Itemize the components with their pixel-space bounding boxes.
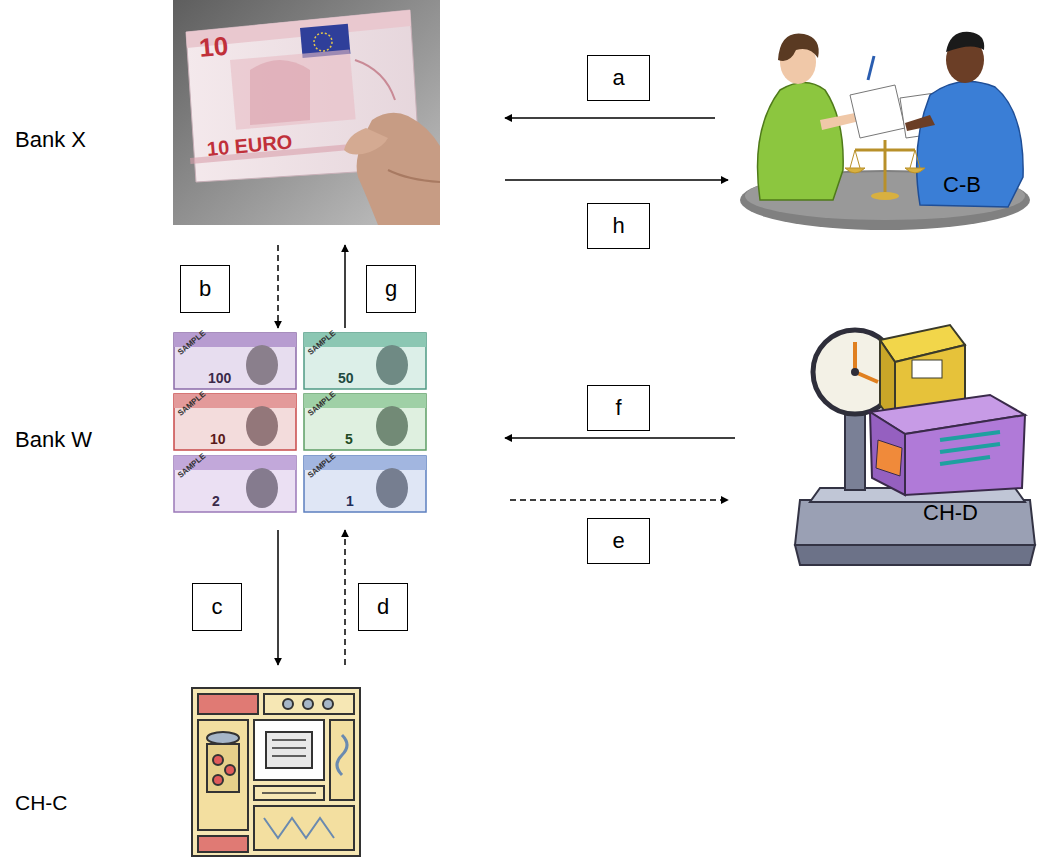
edge-letter-box: c bbox=[192, 583, 242, 631]
solid-arrow bbox=[344, 245, 346, 328]
solid-arrow bbox=[505, 117, 715, 119]
note-value: 100 bbox=[208, 370, 231, 386]
dashed-arrow bbox=[277, 245, 279, 328]
solid-arrow bbox=[505, 437, 735, 439]
shop-clipart: CH-C bbox=[190, 685, 362, 857]
solid-arrow bbox=[277, 530, 279, 665]
edge-letter-box: d bbox=[358, 583, 408, 631]
bank-w-notes: Bank W bbox=[172, 330, 434, 518]
dashed-arrow bbox=[344, 530, 346, 665]
edge-letter-box: h bbox=[587, 203, 650, 249]
edge-letter-box: e bbox=[587, 518, 650, 564]
scale-clipart bbox=[795, 325, 1035, 565]
note-value: 10 bbox=[210, 431, 226, 447]
edge-letter-box: a bbox=[587, 55, 650, 101]
note-value: 10 bbox=[198, 31, 229, 63]
note-value: 2 bbox=[212, 493, 220, 509]
euro-photo bbox=[173, 0, 440, 225]
node-label: Bank W bbox=[15, 427, 92, 452]
note-value: 5 bbox=[345, 431, 353, 447]
node-label: Bank X bbox=[15, 127, 86, 152]
edge-letter-box: b bbox=[180, 265, 230, 313]
parcel-scale-clipart: CH-D bbox=[785, 305, 1035, 570]
solid-arrow bbox=[505, 179, 728, 181]
edge-letter-box: f bbox=[587, 385, 650, 431]
node-label: CH-D bbox=[923, 500, 978, 525]
dashed-arrow bbox=[510, 499, 728, 501]
contract-clipart: C-B bbox=[740, 25, 1040, 235]
note-value: 50 bbox=[338, 370, 354, 386]
node-label: C-B bbox=[943, 172, 981, 197]
edge-letter-box: g bbox=[366, 265, 416, 313]
note-value: 1 bbox=[346, 493, 354, 509]
node-label: CH-C bbox=[15, 791, 68, 815]
shop-clipart bbox=[192, 688, 360, 856]
people-clipart bbox=[740, 32, 1030, 230]
ringgit-notes bbox=[174, 333, 426, 512]
